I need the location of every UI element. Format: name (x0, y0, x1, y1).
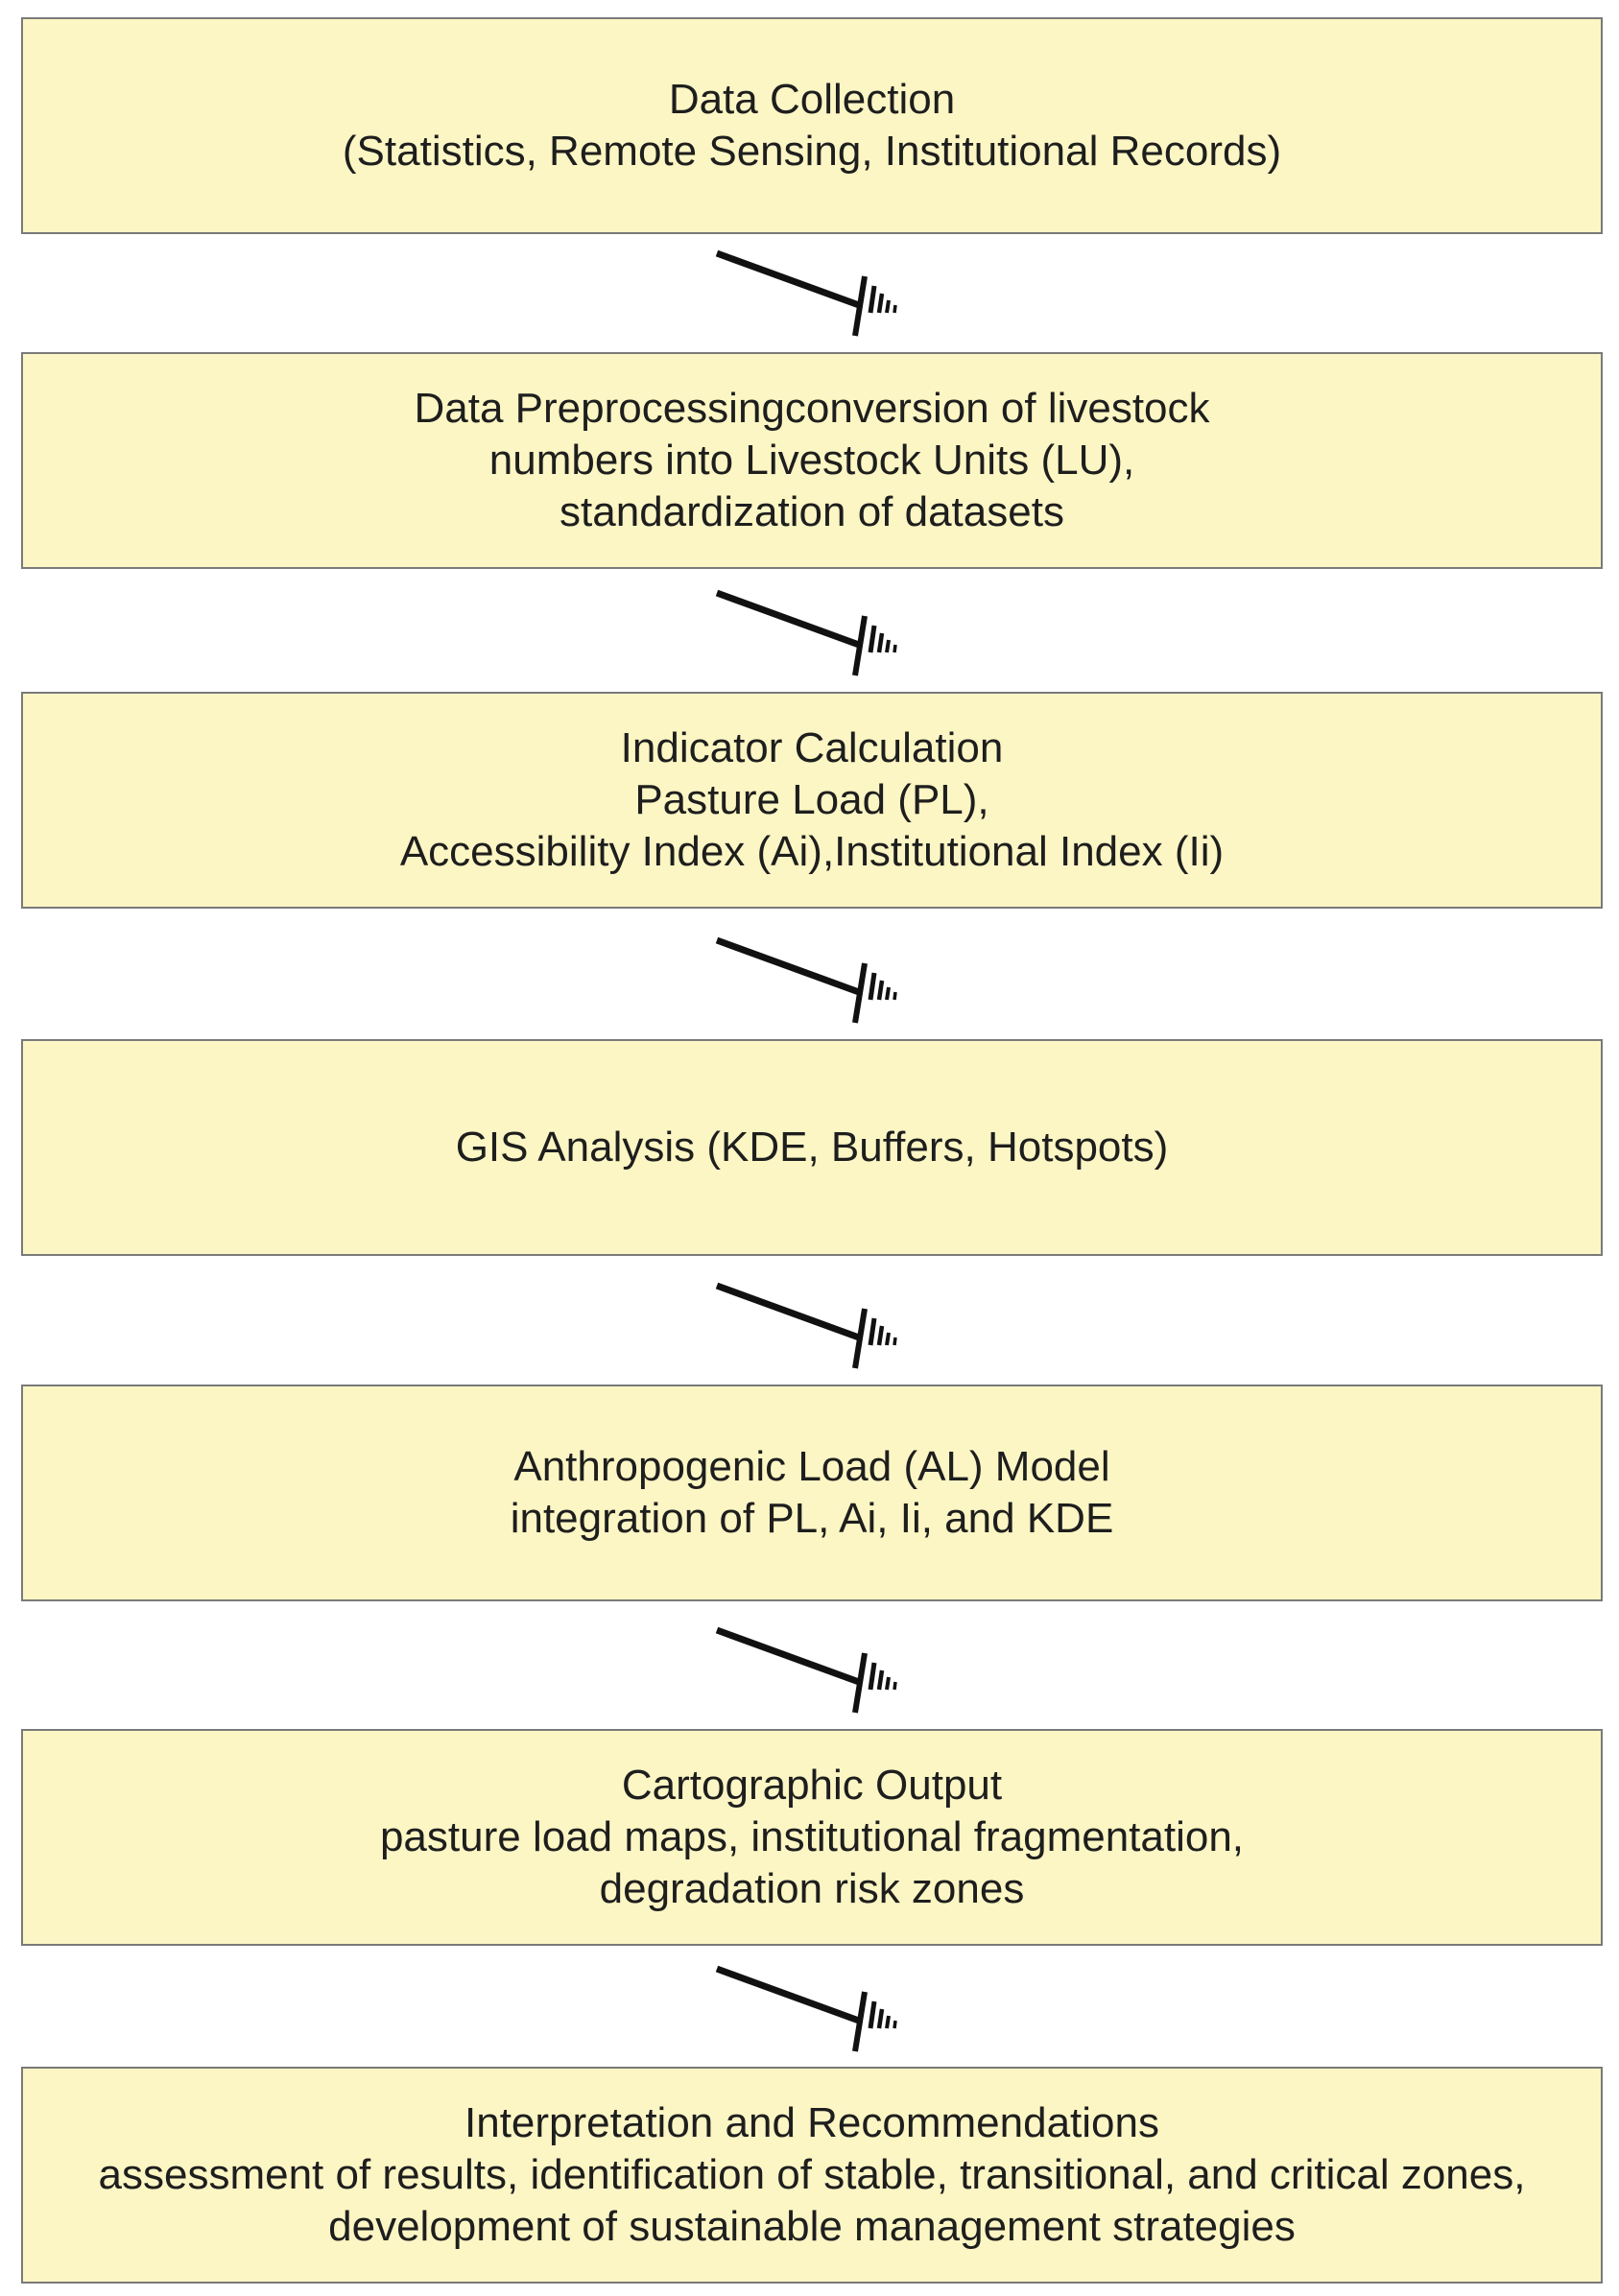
step-title: Data Preprocessingconversion of livestoc… (414, 385, 1210, 432)
step-data-preprocessing: Data Preprocessingconversion of livestoc… (21, 352, 1603, 569)
flow-connector-icon (715, 1626, 897, 1714)
step-title: GIS Analysis (KDE, Buffers, Hotspots) (455, 1124, 1169, 1171)
step-detail: numbers into Livestock Units (LU), (488, 437, 1135, 484)
step-detail: pasture load maps, institutional fragmen… (379, 1813, 1245, 1860)
flow-connector-icon (715, 589, 897, 676)
step-gis-analysis: GIS Analysis (KDE, Buffers, Hotspots) (21, 1039, 1603, 1256)
step-detail: assessment of results, identification of… (98, 2151, 1526, 2198)
step-detail: degradation risk zones (599, 1865, 1025, 1912)
flow-connector-icon (715, 1965, 897, 2052)
step-title: Anthropogenic Load (AL) Model (513, 1443, 1110, 1490)
step-interpretation-recommendations: Interpretation and Recommendations asses… (21, 2067, 1603, 2284)
step-detail: standardization of datasets (560, 488, 1064, 535)
step-indicator-calculation: Indicator Calculation Pasture Load (PL),… (21, 692, 1603, 909)
step-detail: integration of PL, Ai, Ii, and KDE (510, 1495, 1114, 1542)
step-detail: development of sustainable management st… (328, 2203, 1296, 2250)
step-detail: (Statistics, Remote Sensing, Institution… (342, 128, 1282, 175)
step-title: Interpretation and Recommendations (464, 2099, 1159, 2146)
step-title: Data Collection (668, 76, 956, 123)
flow-connector-icon (715, 936, 897, 1024)
step-data-collection: Data Collection (Statistics, Remote Sens… (21, 17, 1603, 234)
step-detail: Accessibility Index (Ai),Institutional I… (399, 828, 1225, 875)
step-title: Cartographic Output (621, 1762, 1003, 1809)
flow-connector-icon (715, 249, 897, 337)
step-anthropogenic-load-model: Anthropogenic Load (AL) Model integratio… (21, 1385, 1603, 1601)
step-detail: Pasture Load (PL), (634, 776, 989, 823)
step-title: Indicator Calculation (620, 724, 1004, 771)
flow-connector-icon (715, 1282, 897, 1369)
step-cartographic-output: Cartographic Output pasture load maps, i… (21, 1729, 1603, 1946)
